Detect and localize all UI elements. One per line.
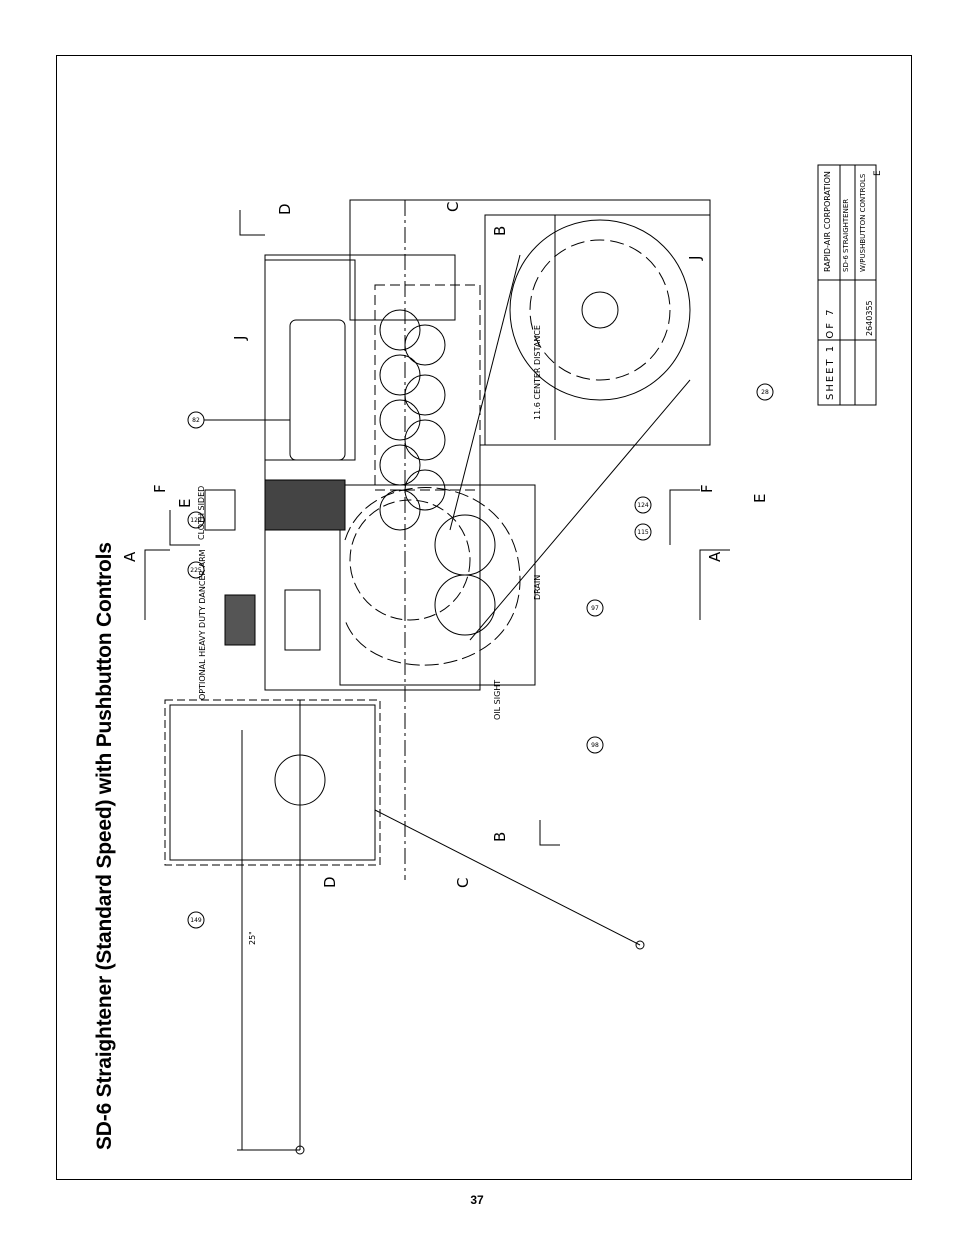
- page-number: 37: [470, 1193, 484, 1207]
- callout-98: 98: [591, 742, 599, 749]
- callout-149: 149: [190, 917, 202, 924]
- section-mark-e-left: E: [176, 499, 194, 508]
- label-optional-arm: OPTIONAL HEAVY DUTY DANCER ARM: [198, 549, 207, 700]
- callout-82: 82: [192, 417, 200, 424]
- title-block-desc1: SD-6 STRAIGHTENER: [842, 199, 850, 272]
- section-mark-j-right: J: [686, 256, 704, 261]
- section-mark-f-left: F: [151, 484, 169, 493]
- section-mark-e-right: E: [751, 494, 769, 503]
- page-frame: [56, 55, 912, 1180]
- label-drain: DRAIN: [533, 575, 542, 600]
- callout-28: 28: [761, 389, 769, 396]
- section-mark-d-top: D: [276, 203, 294, 215]
- callout-124: 124: [637, 502, 649, 509]
- callout-97: 97: [591, 605, 599, 612]
- section-mark-a-right: A: [706, 551, 724, 562]
- label-sheet: SHEET 1 OF 7: [825, 308, 836, 401]
- callout-129: 129: [190, 517, 202, 524]
- section-mark-c-top: C: [444, 202, 462, 212]
- section-mark-b-bottom: B: [491, 832, 509, 842]
- section-mark-c-bottom: C: [454, 878, 472, 888]
- label-dimension: 25": [248, 931, 257, 945]
- section-mark-d-bottom: D: [321, 876, 339, 888]
- motor-mount-box: [164, 699, 381, 866]
- section-mark-b-top: B: [491, 226, 509, 236]
- callout-225: 225: [190, 567, 202, 574]
- label-cloth-sided: CLOTH SIDED: [197, 486, 206, 540]
- section-mark-f-right: F: [698, 484, 716, 493]
- label-oil-sight: OIL SIGHT: [493, 680, 502, 720]
- label-center-distance: 11.6 CENTER DISTANCE: [533, 325, 542, 420]
- title-block-dwg: 2640355: [865, 300, 874, 336]
- section-mark-a-left: A: [121, 551, 139, 562]
- title-block-company: RAPID-AIR CORPORATION: [823, 171, 832, 272]
- callout-115: 115: [637, 529, 649, 536]
- title-block-desc2: W/PUSHBUTTON CONTROLS: [859, 173, 867, 272]
- section-mark-j-left: J: [231, 336, 249, 341]
- title-block-rev: E: [873, 170, 883, 176]
